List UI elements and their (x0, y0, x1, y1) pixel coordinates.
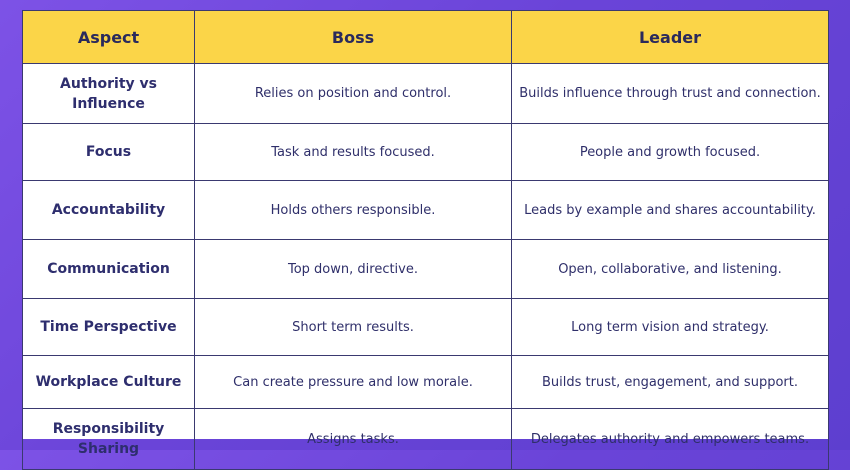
boss-cell: Can create pressure and low morale. (194, 355, 512, 409)
leader-cell: Leads by example and shares accountabili… (511, 180, 829, 240)
header-row: Aspect Boss Leader (22, 10, 829, 64)
table-row: Communication Top down, directive. Open,… (22, 239, 829, 299)
leader-cell: Delegates authority and empowers teams. (511, 408, 829, 470)
aspect-cell: Accountability (22, 180, 195, 240)
aspect-cell: Responsibility Sharing (22, 408, 195, 470)
aspect-cell: Authority vs Influence (22, 63, 195, 124)
table-row: Focus Task and results focused. People a… (22, 123, 829, 181)
leader-cell: Open, collaborative, and listening. (511, 239, 829, 299)
boss-cell: Holds others responsible. (194, 180, 512, 240)
table-row: Accountability Holds others responsible.… (22, 180, 829, 240)
aspect-cell: Time Perspective (22, 298, 195, 356)
table-row: Workplace Culture Can create pressure an… (22, 355, 829, 409)
aspect-cell: Workplace Culture (22, 355, 195, 409)
leader-cell: Builds influence through trust and conne… (511, 63, 829, 124)
boss-cell: Relies on position and control. (194, 63, 512, 124)
header-aspect: Aspect (22, 10, 195, 64)
boss-cell: Short term results. (194, 298, 512, 356)
aspect-cell: Focus (22, 123, 195, 181)
boss-vs-leader-table: Aspect Boss Leader Authority vs Influenc… (22, 10, 829, 470)
aspect-cell: Communication (22, 239, 195, 299)
table-row: Authority vs Influence Relies on positio… (22, 63, 829, 124)
boss-cell: Task and results focused. (194, 123, 512, 181)
leader-cell: Long term vision and strategy. (511, 298, 829, 356)
leader-cell: People and growth focused. (511, 123, 829, 181)
table-row: Time Perspective Short term results. Lon… (22, 298, 829, 356)
table-row: Responsibility Sharing Assigns tasks. De… (22, 408, 829, 470)
header-leader: Leader (511, 10, 829, 64)
boss-cell: Top down, directive. (194, 239, 512, 299)
comparison-table-container: Aspect Boss Leader Authority vs Influenc… (22, 10, 829, 470)
boss-cell: Assigns tasks. (194, 408, 512, 470)
leader-cell: Builds trust, engagement, and support. (511, 355, 829, 409)
header-boss: Boss (194, 10, 512, 64)
